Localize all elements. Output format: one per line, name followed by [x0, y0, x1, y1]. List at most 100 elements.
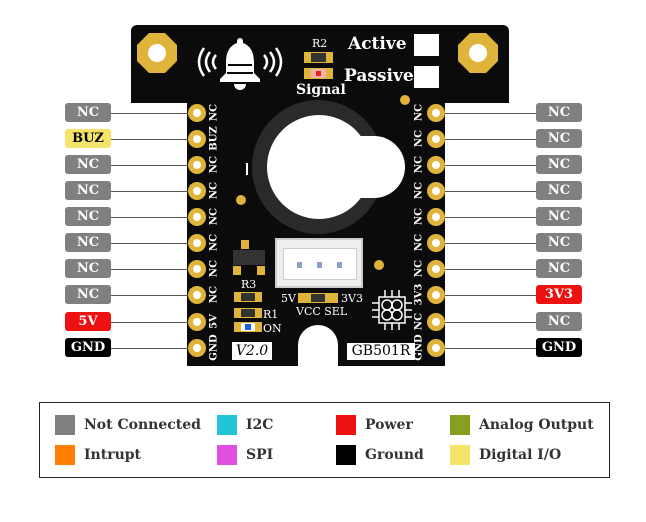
pin-pad [188, 234, 206, 252]
transistor-pad [257, 266, 265, 275]
pin-pad [188, 313, 206, 331]
legend-swatch [217, 415, 237, 435]
legend-swatch [450, 445, 470, 465]
on-label: ON [263, 322, 282, 335]
legend-item-interrupt: Intrupt [55, 445, 141, 465]
legend-label: Digital I/O [479, 447, 562, 463]
pin-pad [188, 260, 206, 278]
pin-leader-line [445, 322, 536, 323]
vcc-3v3-label: 3V3 [341, 292, 363, 305]
pin-tag: NC [536, 312, 582, 331]
signal-label: Signal [296, 82, 346, 98]
pin-tag: GND [536, 338, 582, 357]
pin-tag: NC [536, 233, 582, 252]
legend-swatch [336, 445, 356, 465]
pin-leader-line [110, 322, 190, 323]
board-pin-label: NC [413, 155, 425, 174]
pin-tag: 3V3 [536, 285, 582, 304]
pin-legend: Not Connected Intrupt I2C SPI Power Grou… [39, 402, 610, 478]
pin-leader-line [110, 165, 190, 166]
legend-label: SPI [246, 447, 274, 463]
pin-pad [188, 208, 206, 226]
board-pin-label: NC [413, 233, 425, 252]
pin-pad [427, 286, 445, 304]
transistor [233, 250, 265, 265]
board-pin-label: BUZ [208, 126, 220, 151]
pin-leader-line [110, 269, 190, 270]
legend-item-spi: SPI [217, 445, 273, 465]
pin-leader-line [445, 348, 536, 349]
board-pin-label: NC [208, 181, 220, 200]
pin-leader-line [445, 191, 536, 192]
pin-pad [427, 182, 445, 200]
board-pin-label: NC [208, 155, 220, 174]
via-dot [374, 260, 384, 270]
power-led [234, 322, 262, 332]
pin-pad [427, 156, 445, 174]
pin-leader-line [445, 295, 536, 296]
pin-pad [188, 104, 206, 122]
pin-tag: NC [536, 129, 582, 148]
vcc-sel-jumper [298, 293, 338, 303]
passive-solder-jumper [414, 66, 439, 88]
legend-swatch [217, 445, 237, 465]
r1-resistor [234, 308, 262, 318]
pin-tag: NC [536, 181, 582, 200]
pin-tag: NC [65, 285, 111, 304]
pin-tag: GND [65, 338, 111, 357]
pin-leader-line [445, 243, 536, 244]
pin-leader-line [110, 348, 190, 349]
board-pin-label: NC [413, 207, 425, 226]
pin-leader-line [110, 113, 190, 114]
pin-tag: NC [536, 155, 582, 174]
board-pin-label: GND [413, 334, 425, 361]
board-pin-label: NC [208, 285, 220, 304]
pin-tag: NC [536, 259, 582, 278]
legend-swatch [55, 415, 75, 435]
model-label: GB501R [347, 343, 415, 360]
legend-swatch [55, 445, 75, 465]
legend-label: I2C [246, 417, 274, 433]
chip-logo-icon [372, 290, 412, 330]
legend-label: Analog Output [479, 417, 594, 433]
pin-pad [427, 260, 445, 278]
r1-label: R1 [263, 308, 279, 321]
pin-leader-line [445, 165, 536, 166]
signal-led [304, 68, 333, 79]
board-pin-label: GND [208, 334, 220, 361]
pin-tag: NC [536, 103, 582, 122]
pin-tag: NC [65, 207, 111, 226]
pin-leader-line [445, 139, 536, 140]
pin-tag: NC [65, 155, 111, 174]
pin-pad [427, 313, 445, 331]
legend-swatch [450, 415, 470, 435]
passive-label: Passive [344, 66, 414, 86]
r2-label: R2 [312, 37, 328, 50]
pin-tag: NC [65, 259, 111, 278]
pin-leader-line [445, 217, 536, 218]
pin-tag: NC [65, 181, 111, 200]
pin-tag: NC [65, 233, 111, 252]
transistor-pad [233, 266, 241, 275]
board-pin-label: NC [413, 103, 425, 122]
pin-leader-line [445, 269, 536, 270]
board-pin-label: NC [413, 312, 425, 331]
pin-pad [188, 182, 206, 200]
r2-resistor [304, 52, 333, 63]
pin-leader-line [110, 217, 190, 218]
pin-pad [188, 339, 206, 357]
active-solder-jumper [414, 34, 439, 56]
board-pin-label: NC [413, 259, 425, 278]
bell-icon [197, 38, 283, 90]
legend-item-not-connected: Not Connected [55, 415, 201, 435]
legend-label: Not Connected [84, 417, 201, 433]
board-pin-label: 5V [208, 314, 220, 329]
pin-pad [427, 104, 445, 122]
r3-resistor [234, 292, 262, 302]
legend-item-power: Power [336, 415, 413, 435]
pin-pad [427, 234, 445, 252]
pin-tag: NC [536, 207, 582, 226]
board-pin-label: NC [413, 181, 425, 200]
pin-pad [427, 208, 445, 226]
vcc-sel-label: VCC SEL [296, 305, 348, 318]
